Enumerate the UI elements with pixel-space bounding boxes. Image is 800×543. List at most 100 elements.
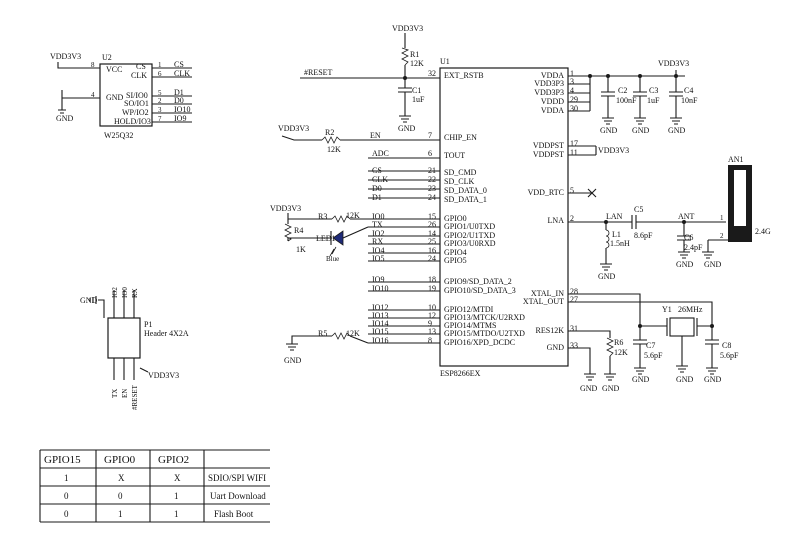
l1-value: 1.5nH bbox=[610, 239, 630, 248]
io16-pulldown: R5 12K GND bbox=[284, 329, 369, 365]
u2-pin-vcc-name: VCC bbox=[106, 65, 122, 74]
u1-left-pin-name: GPIO2/U1TXD bbox=[444, 231, 495, 240]
antenna-slot bbox=[734, 170, 746, 226]
u1-right-pin-name: VDD_RTC bbox=[528, 188, 564, 197]
enable-circuit: VDD3V3 R2 12K EN bbox=[278, 124, 440, 154]
u1-right-pin-number: 2 bbox=[570, 214, 574, 223]
u2-net-d0: D0 bbox=[174, 96, 184, 105]
c5-value: 8.6pF bbox=[634, 231, 653, 240]
table-cell: X bbox=[118, 473, 125, 483]
u2-net-clk: CLK bbox=[174, 69, 190, 78]
u1-right-pin-number: 1 bbox=[570, 69, 574, 78]
u1-right-pin-number: 31 bbox=[570, 324, 578, 333]
c4-gnd-label: GND bbox=[668, 126, 686, 135]
u1-left-pin-number: 18 bbox=[428, 275, 436, 284]
table-header-gpio15: GPIO15 bbox=[44, 454, 81, 466]
u1-right-pin-number: 27 bbox=[570, 295, 578, 304]
u1-left-pin-name: SD_DATA_1 bbox=[444, 195, 487, 204]
u2-pin-wp-name: WP/IO2 bbox=[122, 108, 149, 117]
table-cell: 1 bbox=[174, 491, 179, 501]
l1-gnd-label: GND bbox=[598, 272, 616, 281]
antenna-gnd-label: GND bbox=[704, 260, 722, 269]
u2-part: W25Q32 bbox=[104, 131, 133, 140]
u2-vdd-label: VDD3V3 bbox=[50, 52, 81, 61]
u1-ref: U1 bbox=[440, 57, 450, 66]
boot-mode-table: GPIO15 GPIO0 GPIO2 1 X X SDIO/SPI WIFI 0… bbox=[39, 449, 270, 523]
u2-pin-num-2: 2 bbox=[158, 97, 162, 105]
u1-left-pin-number: 26 bbox=[428, 220, 436, 229]
p1-bottom-net-2: EN bbox=[121, 389, 129, 398]
c6-ref: C6 bbox=[684, 233, 693, 242]
rf-section: LAN ANT C5 8.6pF L1 1.5nH GND C6 2.4pF G… bbox=[568, 155, 771, 281]
p1-part: Header 4X2A bbox=[144, 329, 189, 338]
u1-right-pin-name: XTAL_IN bbox=[531, 289, 564, 298]
u1-left-pin-name: GPIO0 bbox=[444, 214, 467, 223]
table-cell: SDIO/SPI WIFI bbox=[208, 473, 266, 483]
antenna-value: 2.4G bbox=[755, 227, 771, 236]
u1-left-net-label: TX bbox=[372, 220, 383, 229]
en-net-label: EN bbox=[370, 131, 381, 140]
u2-net-cs: CS bbox=[174, 60, 184, 69]
p1-ref: P1 bbox=[144, 320, 152, 329]
r2-value: 12K bbox=[327, 145, 341, 154]
led-ref: LED1 bbox=[316, 234, 336, 243]
u1-left-pin-number: 10 bbox=[428, 303, 436, 312]
r6-value: 12K bbox=[614, 348, 628, 357]
u2-net-d1: D1 bbox=[174, 88, 184, 97]
u1-left-pin-name: GPIO3/U0RXD bbox=[444, 239, 496, 248]
r3-ref: R3 bbox=[318, 212, 327, 221]
u2-pin-num-7: 7 bbox=[158, 115, 162, 123]
u1-left-net-label: IO16 bbox=[372, 336, 388, 345]
u1-left-pin-number: 9 bbox=[428, 319, 432, 328]
u2-pin-num-6: 6 bbox=[158, 70, 162, 78]
table-cell: 1 bbox=[118, 509, 123, 519]
c8-ref: C8 bbox=[722, 341, 731, 350]
u1-left-pin-number: 14 bbox=[428, 229, 436, 238]
u1-part: ESP8266EX bbox=[440, 369, 481, 378]
r2-vdd-label: VDD3V3 bbox=[278, 124, 309, 133]
caps-vdd-label: VDD3V3 bbox=[658, 59, 689, 68]
u1-left-net-label: IO9 bbox=[372, 275, 384, 284]
res12k-gnd: R6 12K GND GND bbox=[568, 330, 628, 393]
c7-gnd-label: GND bbox=[632, 375, 650, 384]
u1-left-net-label: IO10 bbox=[372, 284, 388, 293]
c2-value: 100nF bbox=[616, 96, 637, 105]
u1-left-pin-number: 15 bbox=[428, 212, 436, 221]
c1-gnd-label: GND bbox=[398, 124, 416, 133]
u1-left-pin-name: GPIO9/SD_DATA_2 bbox=[444, 277, 512, 286]
antenna-pin1: 1 bbox=[720, 214, 724, 222]
r1-value: 12K bbox=[410, 59, 424, 68]
u2-pin-num-8: 8 bbox=[91, 61, 95, 69]
table-cell: X bbox=[174, 473, 181, 483]
u1-left-net-label: IO5 bbox=[372, 254, 384, 263]
r5-value: 12K bbox=[346, 329, 360, 338]
p1-bottom-net-3: #RESET bbox=[131, 384, 139, 410]
p1-gnd-label: GND bbox=[80, 296, 98, 305]
u1-left-pin-name: GPIO12/MTDI bbox=[444, 305, 494, 314]
u2-pin-num-5: 5 bbox=[158, 89, 162, 97]
c6-value: 2.4pF bbox=[684, 243, 703, 252]
u1-right-pin-number: 5 bbox=[570, 186, 574, 195]
u1-left-net-label: IO0 bbox=[372, 212, 384, 221]
p1-vdd-label: VDD3V3 bbox=[148, 371, 179, 380]
reset-net-label: #RESET bbox=[304, 68, 333, 77]
r6-ref: R6 bbox=[614, 338, 623, 347]
c1-ref: C1 bbox=[412, 86, 421, 95]
table-header-gpio0: GPIO0 bbox=[104, 454, 136, 466]
u1-left-net-label: RX bbox=[372, 237, 383, 246]
u1-left-pin-name: GPIO16/XPD_DCDC bbox=[444, 338, 515, 347]
r5-gnd-label: GND bbox=[284, 356, 302, 365]
p1-bottom-net-1: TX bbox=[111, 389, 119, 398]
u2-pin-so-name: SO/IO1 bbox=[124, 99, 149, 108]
c2-gnd-label: GND bbox=[600, 126, 618, 135]
u2-pin-si-name: SI/IO0 bbox=[126, 91, 148, 100]
c8-gnd-label: GND bbox=[704, 375, 722, 384]
u1-right-pin-number: 3 bbox=[570, 77, 574, 86]
c6-gnd-label: GND bbox=[676, 260, 694, 269]
u1-left-net-label: IO2 bbox=[372, 229, 384, 238]
u1-left-pin-name: GPIO10/SD_DATA_3 bbox=[444, 286, 516, 295]
table-cell: 0 bbox=[64, 509, 69, 519]
antenna-ref: AN1 bbox=[728, 155, 744, 164]
u1-left-pin-number: 13 bbox=[428, 327, 436, 336]
u1-left-pin-number: 6 bbox=[428, 149, 432, 158]
